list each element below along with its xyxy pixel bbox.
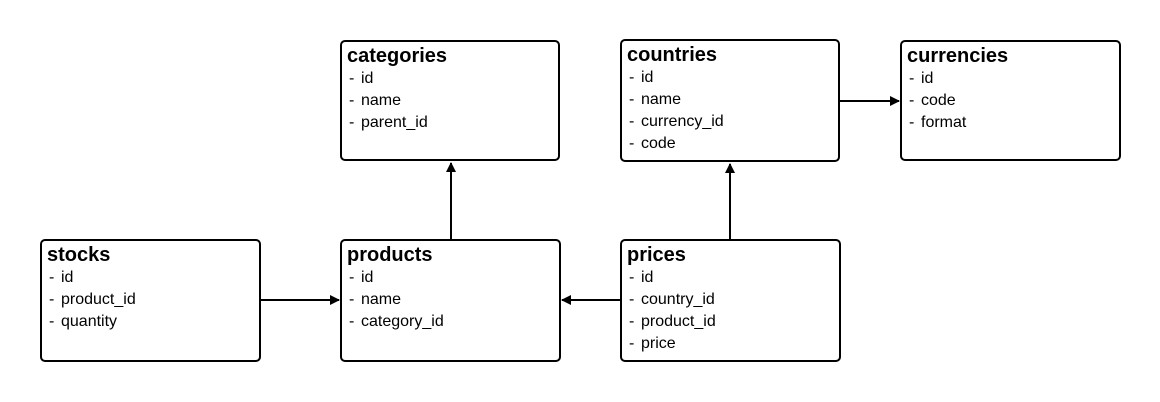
field-item: -name: [629, 91, 682, 108]
entity-currencies: currencies -id -code -format: [900, 40, 1121, 161]
field-item: -quantity: [49, 313, 118, 330]
field-item: -code: [629, 135, 676, 152]
field-item: -product_id: [629, 313, 716, 330]
field-list: -id -code -format: [907, 68, 1119, 134]
entity-title: categories: [347, 45, 448, 67]
field-item: -country_id: [629, 291, 715, 308]
field-item: -id: [49, 269, 74, 286]
entity-countries: countries -id -name -currency_id -code: [620, 39, 840, 162]
field-item: -parent_id: [349, 114, 428, 131]
entity-title: countries: [627, 44, 718, 66]
field-item: -id: [629, 269, 654, 286]
field-list: -id -name -category_id: [347, 267, 559, 333]
field-item: -code: [909, 92, 956, 109]
field-list: -id -product_id -quantity: [47, 267, 259, 333]
field-item: -id: [349, 70, 374, 87]
field-item: -name: [349, 92, 402, 109]
field-item: -format: [909, 114, 967, 131]
entity-categories: categories -id -name -parent_id: [340, 40, 560, 161]
field-item: -currency_id: [629, 113, 724, 130]
entity-title: prices: [627, 244, 686, 266]
entity-title: currencies: [907, 45, 1009, 67]
field-list: -id -name -currency_id -code: [627, 67, 838, 155]
field-item: -name: [349, 291, 402, 308]
field-item: -price: [629, 335, 676, 352]
field-item: -category_id: [349, 313, 444, 330]
field-item: -id: [349, 269, 374, 286]
field-item: -id: [909, 70, 934, 87]
field-item: -product_id: [49, 291, 136, 308]
field-item: -id: [629, 69, 654, 86]
entity-stocks: stocks -id -product_id -quantity: [40, 239, 261, 362]
entity-products: products -id -name -category_id: [340, 239, 561, 362]
field-list: -id -country_id -product_id -price: [627, 267, 839, 355]
field-list: -id -name -parent_id: [347, 68, 558, 134]
entity-title: products: [347, 244, 433, 266]
entity-prices: prices -id -country_id -product_id -pric…: [620, 239, 841, 362]
entity-title: stocks: [47, 244, 111, 266]
